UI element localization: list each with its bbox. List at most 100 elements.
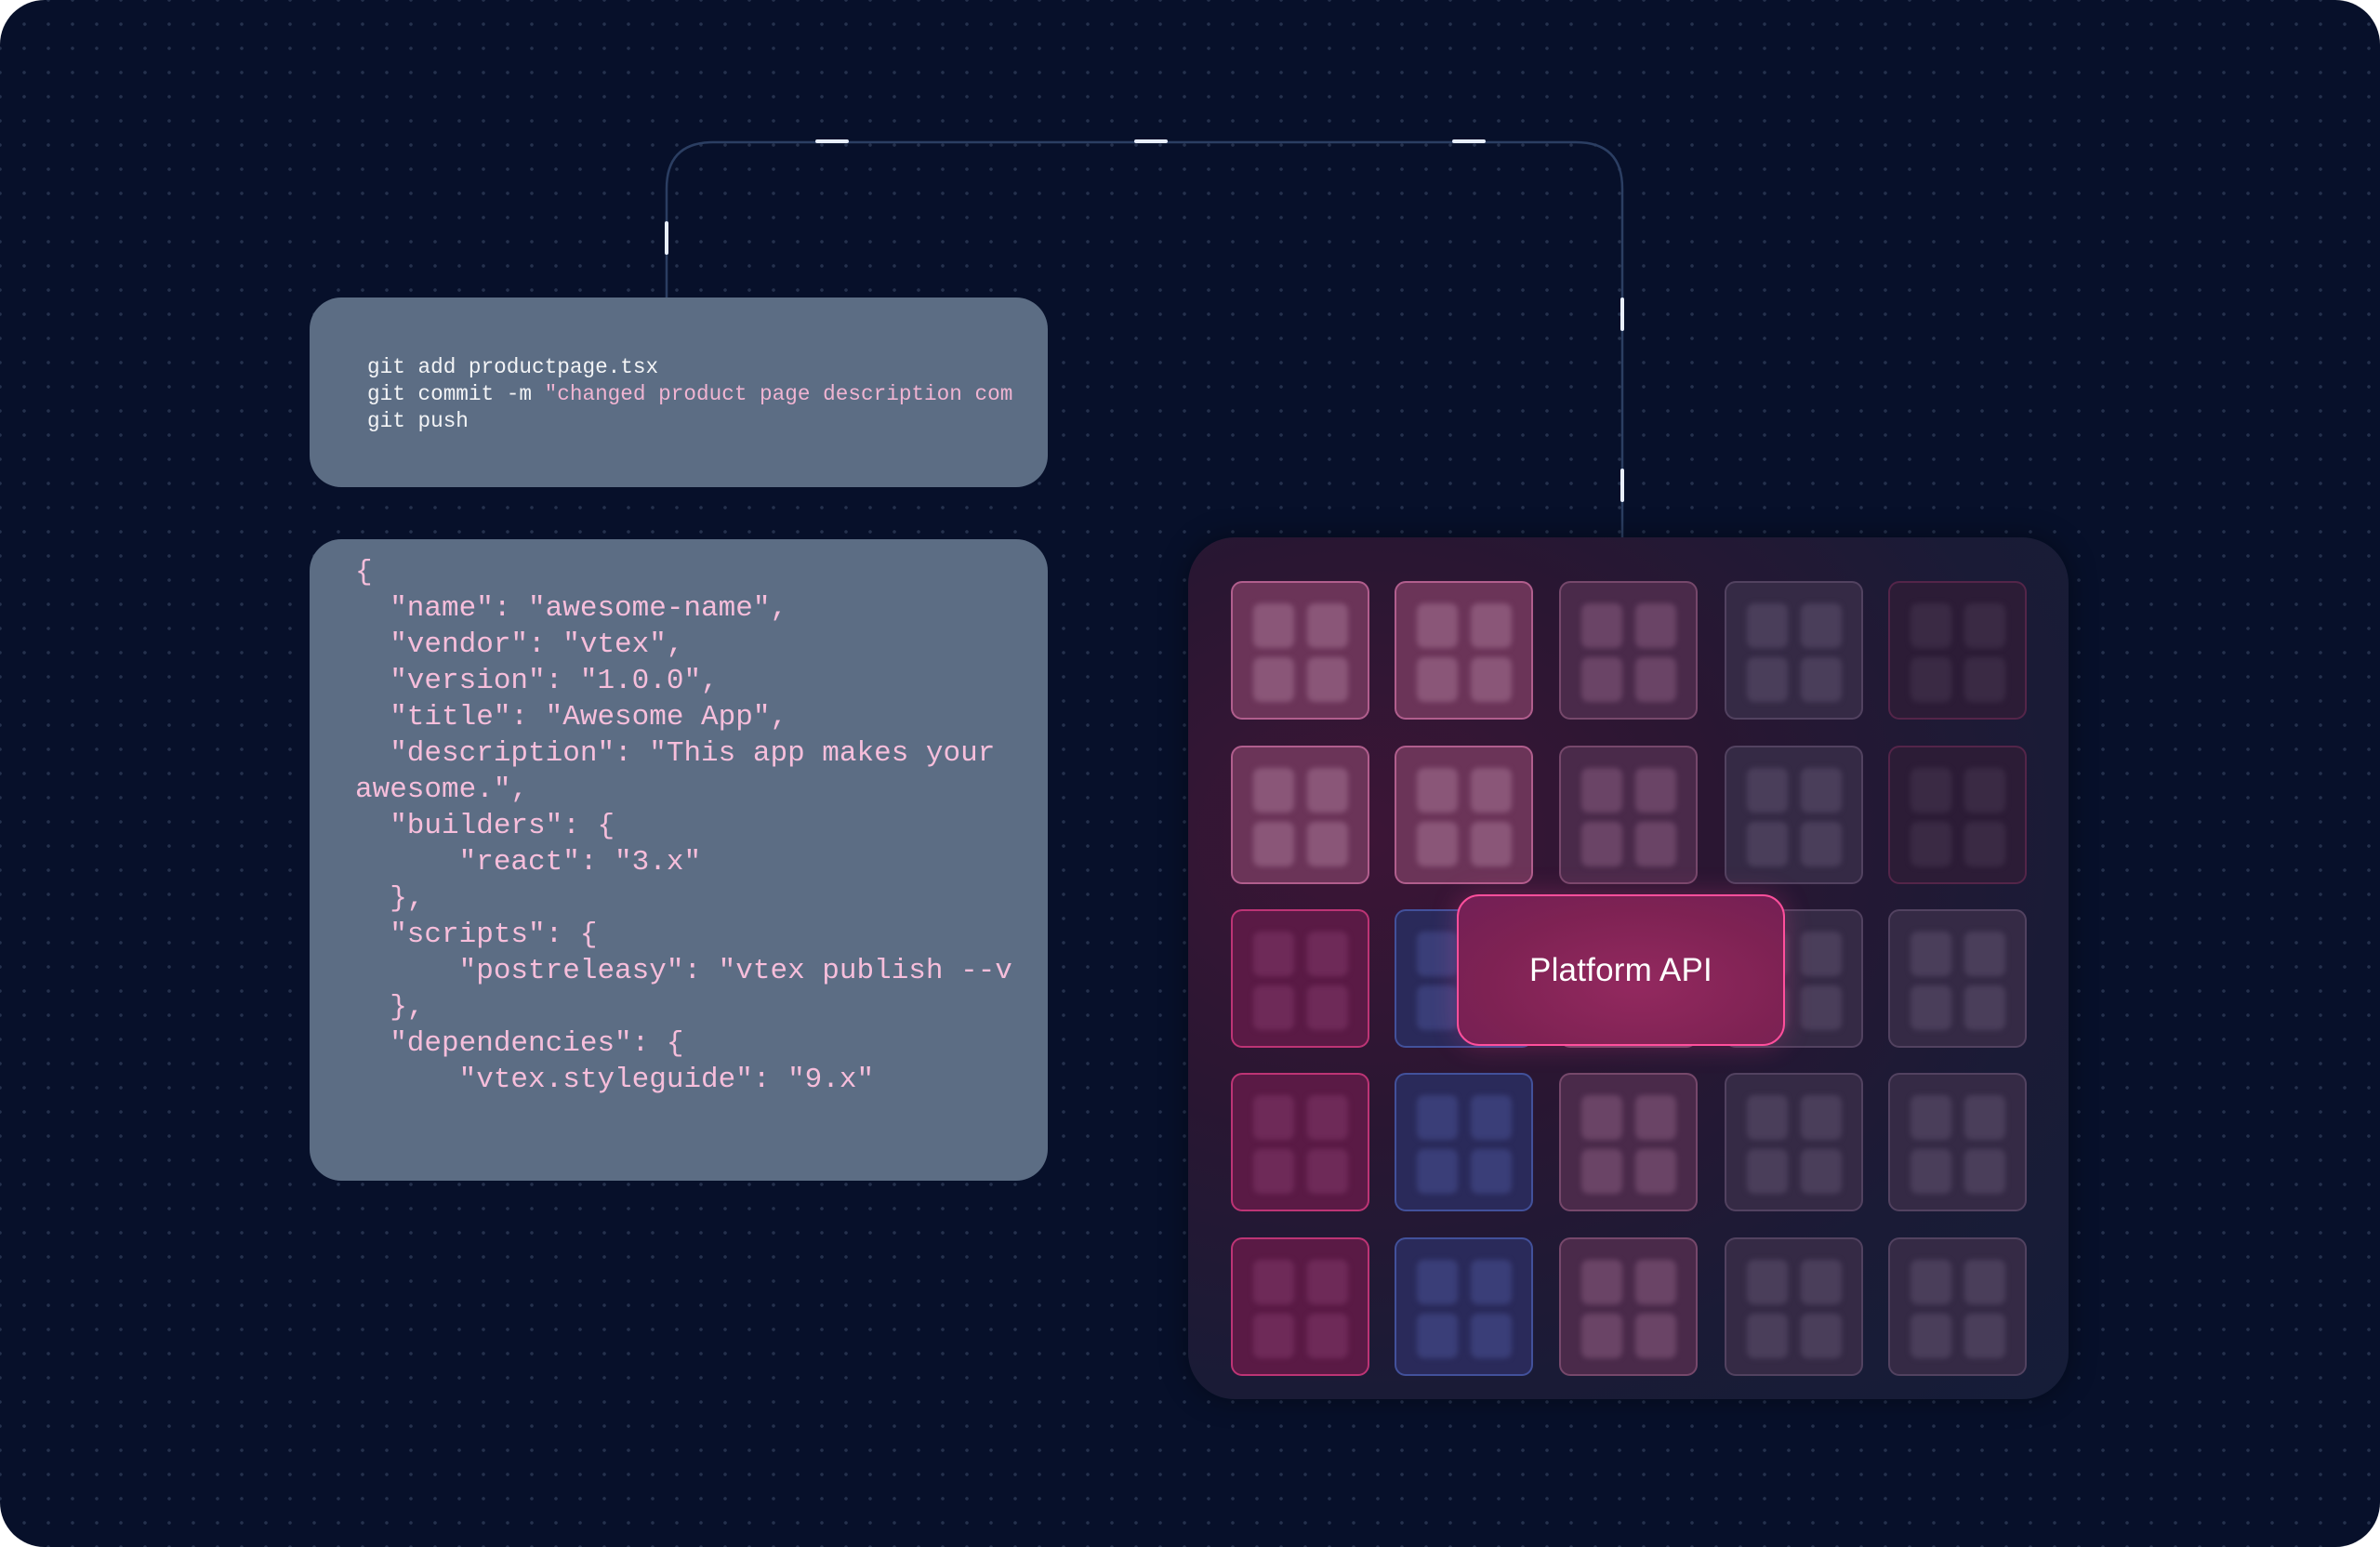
app-tile[interactable] <box>1888 909 2027 1048</box>
code-line: "version": "1.0.0", <box>355 665 719 697</box>
tile-block <box>1801 657 1842 702</box>
app-tile[interactable] <box>1395 1237 1533 1376</box>
tile-block <box>1801 932 1842 976</box>
tile-block <box>1417 1260 1458 1304</box>
tile-block <box>1581 1095 1622 1140</box>
tile-block <box>1471 1260 1512 1304</box>
app-tile[interactable] <box>1231 909 1369 1048</box>
tile-block <box>1253 657 1294 702</box>
platform-api-card[interactable]: Platform API <box>1457 894 1785 1046</box>
flow-marker <box>815 139 849 143</box>
code-line: "vendor": "vtex", <box>355 628 684 661</box>
app-tile[interactable] <box>1725 746 1863 884</box>
tile-block <box>1964 768 2005 813</box>
terminal-line: git commit -m "changed product page desc… <box>367 381 1012 408</box>
tile-block <box>1307 985 1348 1030</box>
tile-block <box>1747 1260 1788 1304</box>
tile-block <box>1307 768 1348 813</box>
tile-block <box>1911 1314 1951 1358</box>
tile-block <box>1471 1149 1512 1194</box>
tile-block <box>1253 932 1294 976</box>
app-tile[interactable] <box>1231 1237 1369 1376</box>
tile-block <box>1417 1314 1458 1358</box>
app-tile[interactable] <box>1395 1073 1533 1211</box>
tile-block <box>1801 1314 1842 1358</box>
tile-block <box>1635 1149 1676 1194</box>
code-line: "scripts": { <box>355 919 598 951</box>
tile-block <box>1801 603 1842 648</box>
tile-block <box>1911 1260 1951 1304</box>
app-tile[interactable] <box>1725 1073 1863 1211</box>
tile-block <box>1471 768 1512 813</box>
tile-block <box>1635 603 1676 648</box>
tile-block <box>1964 603 2005 648</box>
tile-block <box>1307 1149 1348 1194</box>
tile-block <box>1417 822 1458 866</box>
commit-message: "changed product page description com <box>544 382 1013 406</box>
tile-block <box>1911 1095 1951 1140</box>
app-tile[interactable] <box>1888 746 2027 884</box>
tile-block <box>1307 822 1348 866</box>
tile-block <box>1471 1095 1512 1140</box>
tile-block <box>1911 822 1951 866</box>
tile-block <box>1307 1260 1348 1304</box>
tile-block <box>1307 1314 1348 1358</box>
app-tile[interactable] <box>1888 1073 2027 1211</box>
code-line: }, <box>355 991 425 1024</box>
code-line: "name": "awesome-name", <box>355 592 788 625</box>
tile-block <box>1964 985 2005 1030</box>
app-tile[interactable] <box>1559 746 1698 884</box>
code-line: { <box>355 556 373 588</box>
tile-block <box>1307 657 1348 702</box>
tile-block <box>1747 768 1788 813</box>
tile-block <box>1911 768 1951 813</box>
tile-block <box>1581 657 1622 702</box>
code-line: "builders": { <box>355 810 615 842</box>
platform-api-label: Platform API <box>1529 951 1712 988</box>
code-line: "vtex.styleguide": "9.x" <box>355 1064 875 1096</box>
app-tile[interactable] <box>1559 1237 1698 1376</box>
app-tile[interactable] <box>1395 581 1533 720</box>
terminal-line: git add productpage.tsx <box>367 355 659 379</box>
app-tile[interactable] <box>1725 1237 1863 1376</box>
command: git commit -m <box>367 382 545 406</box>
tile-block <box>1253 1149 1294 1194</box>
flow-marker <box>665 221 668 255</box>
tile-block <box>1801 768 1842 813</box>
tile-block <box>1253 1260 1294 1304</box>
app-tile[interactable] <box>1395 746 1533 884</box>
tile-block <box>1747 1149 1788 1194</box>
tile-block <box>1747 1095 1788 1140</box>
tile-block <box>1581 1149 1622 1194</box>
code-line: }, <box>355 882 425 915</box>
app-tile[interactable] <box>1559 581 1698 720</box>
app-tile[interactable] <box>1231 746 1369 884</box>
tile-block <box>1307 932 1348 976</box>
manifest-code-panel: { "name": "awesome-name", "vendor": "vte… <box>310 539 1048 1181</box>
tile-block <box>1581 768 1622 813</box>
flow-marker <box>1134 139 1168 143</box>
tile-block <box>1635 768 1676 813</box>
app-tile[interactable] <box>1888 581 2027 720</box>
tile-block <box>1911 603 1951 648</box>
app-tile[interactable] <box>1888 1237 2027 1376</box>
tile-block <box>1581 603 1622 648</box>
app-tile[interactable] <box>1231 581 1369 720</box>
app-tile[interactable] <box>1231 1073 1369 1211</box>
tile-block <box>1964 822 2005 866</box>
tile-block <box>1635 822 1676 866</box>
app-tile[interactable] <box>1725 581 1863 720</box>
tile-block <box>1417 1095 1458 1140</box>
tile-block <box>1747 822 1788 866</box>
tile-block <box>1253 985 1294 1030</box>
tile-block <box>1635 657 1676 702</box>
app-tile[interactable] <box>1559 1073 1698 1211</box>
tile-block <box>1581 822 1622 866</box>
tile-block <box>1964 657 2005 702</box>
tile-block <box>1253 768 1294 813</box>
tile-block <box>1635 1260 1676 1304</box>
tile-block <box>1911 932 1951 976</box>
tile-block <box>1964 1095 2005 1140</box>
flow-marker <box>1620 298 1624 331</box>
tile-block <box>1253 1095 1294 1140</box>
